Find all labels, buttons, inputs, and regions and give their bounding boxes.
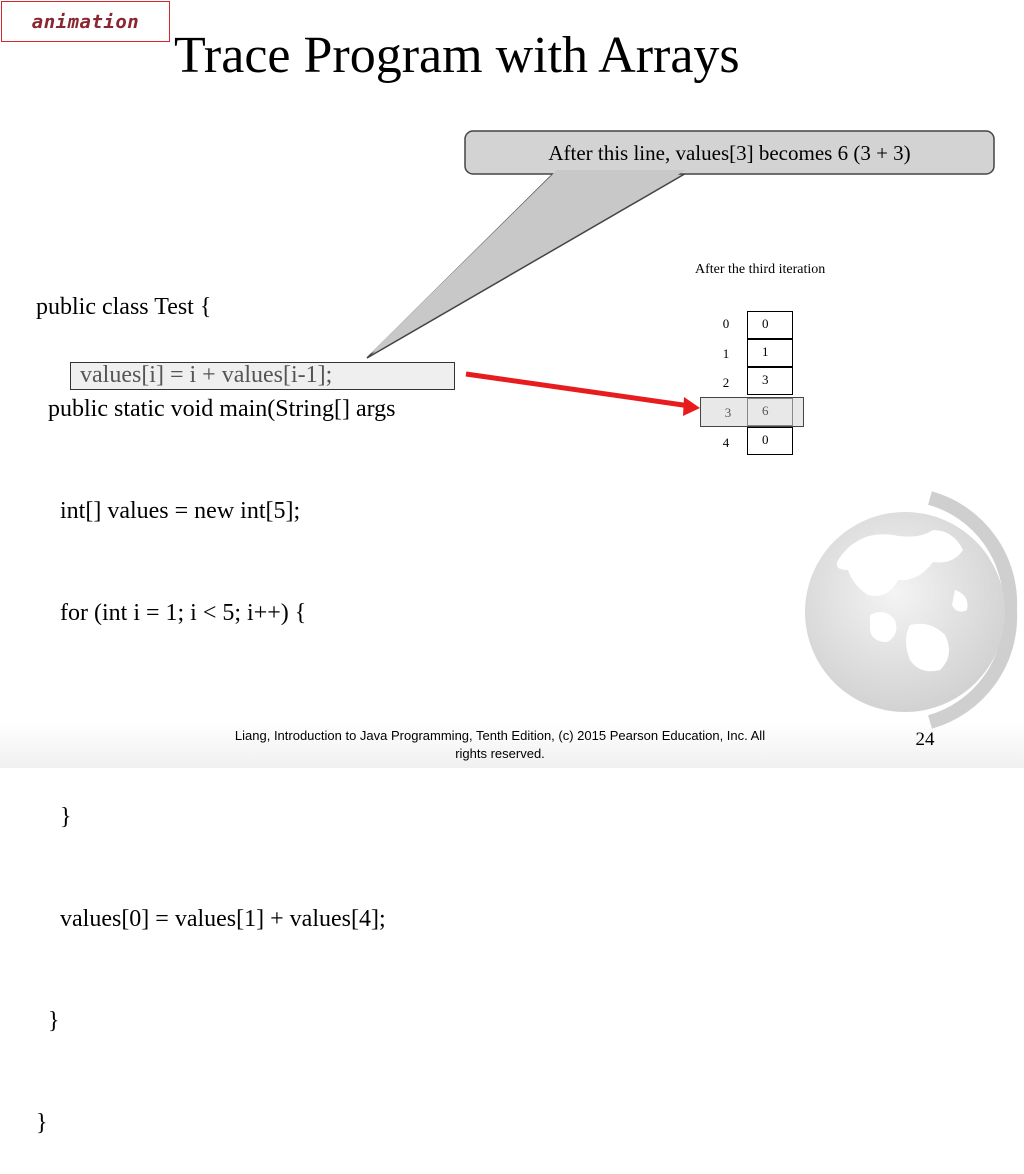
code-line: }: [36, 1110, 48, 1136]
code-line: }: [36, 1008, 60, 1034]
code-line: int[] values = new int[5];: [36, 498, 301, 524]
array-index: 0: [722, 316, 730, 331]
array-index: 2: [722, 375, 730, 390]
highlighted-line-box: [70, 362, 455, 390]
code-line: }: [36, 804, 72, 830]
array-cell: 6: [747, 398, 793, 426]
code-line: for (int i = 1; i < 5; i++) {: [36, 600, 307, 626]
slide-title: Trace Program with Arrays: [174, 27, 740, 84]
array-index: 4: [722, 435, 730, 450]
footer-bar: [0, 722, 1024, 768]
array-index: 3: [724, 405, 732, 420]
footer-line: rights reserved.: [455, 746, 545, 761]
code-line: public static void main(String[] args: [36, 396, 396, 422]
array-cell: 0: [747, 311, 793, 339]
footer-line: Liang, Introduction to Java Programming,…: [234, 728, 766, 743]
array-cell: 1: [747, 339, 793, 367]
array-index: 1: [722, 346, 730, 361]
iteration-label: After the third iteration: [695, 262, 826, 277]
page-number: 24: [915, 729, 935, 750]
code-line: public class Test {: [36, 294, 212, 320]
callout-text: After this line, values[3] becomes 6 (3 …: [548, 140, 911, 165]
code-line: values[0] = values[1] + values[4];: [36, 906, 386, 932]
animation-badge: animation: [1, 1, 170, 42]
footer-copyright: Liang, Introduction to Java Programming,…: [200, 727, 800, 763]
array-cell: 3: [747, 367, 793, 395]
array-cell: 0: [747, 427, 793, 455]
highlighted-code-line: values[i] = i + values[i-1];: [80, 362, 333, 388]
